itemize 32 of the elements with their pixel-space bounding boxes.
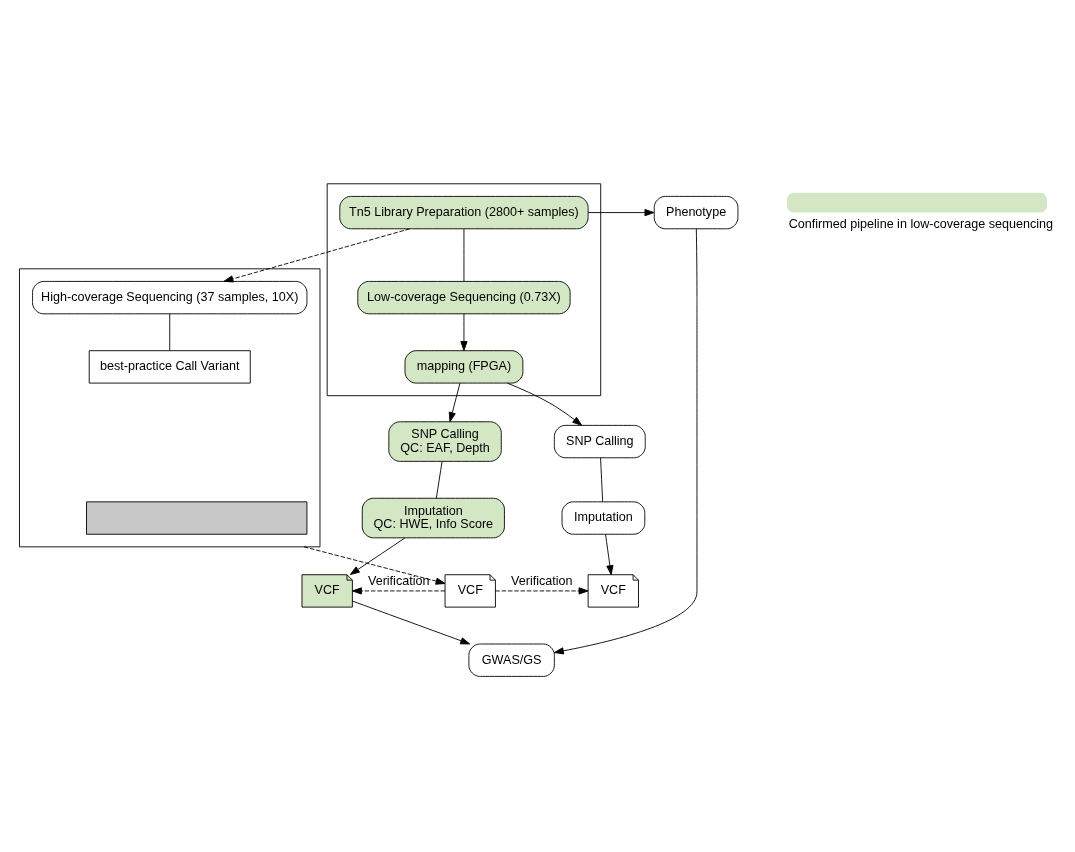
edge-label: Verification bbox=[367, 573, 430, 588]
node-box: mapping (FPGA) bbox=[404, 349, 524, 384]
connector bbox=[600, 457, 604, 502]
node-box: SNP Calling QC: EAF, Depth bbox=[388, 420, 502, 462]
edge-label: Verification bbox=[511, 573, 573, 588]
node-box: Tn5 Library Preparation (2800+ samples) bbox=[339, 195, 589, 229]
node-box: best-practice Call Variant bbox=[88, 349, 251, 384]
node-box bbox=[86, 500, 308, 535]
cluster bbox=[326, 182, 602, 396]
arrow bbox=[460, 312, 468, 351]
node-box: Low-coverage Sequencing (0.73X) bbox=[357, 280, 571, 314]
connector bbox=[435, 460, 443, 499]
arrow bbox=[448, 382, 461, 422]
legend-label: Confirmed pipeline in low-coverage sequencing bbox=[788, 216, 1054, 231]
arrow bbox=[352, 600, 471, 644]
arrow bbox=[303, 545, 446, 585]
arrow bbox=[349, 537, 406, 575]
node-box: Imputation bbox=[561, 500, 646, 535]
node-box: SNP Calling bbox=[553, 424, 646, 458]
arrow bbox=[352, 586, 446, 595]
node-box: GWAS/GS bbox=[468, 643, 555, 677]
arrow bbox=[495, 586, 589, 595]
node-box: High-coverage Sequencing (37 samples, 10X) bbox=[32, 280, 308, 314]
connector bbox=[463, 228, 465, 282]
cluster bbox=[19, 267, 321, 547]
arrow bbox=[507, 382, 583, 426]
arrow bbox=[605, 533, 614, 575]
node-box: Imputation QC: HWE, Info Score bbox=[361, 497, 505, 538]
node-box: Phenotype bbox=[653, 195, 739, 229]
connector bbox=[169, 312, 171, 351]
arrow bbox=[587, 208, 655, 216]
arrow bbox=[223, 227, 411, 282]
